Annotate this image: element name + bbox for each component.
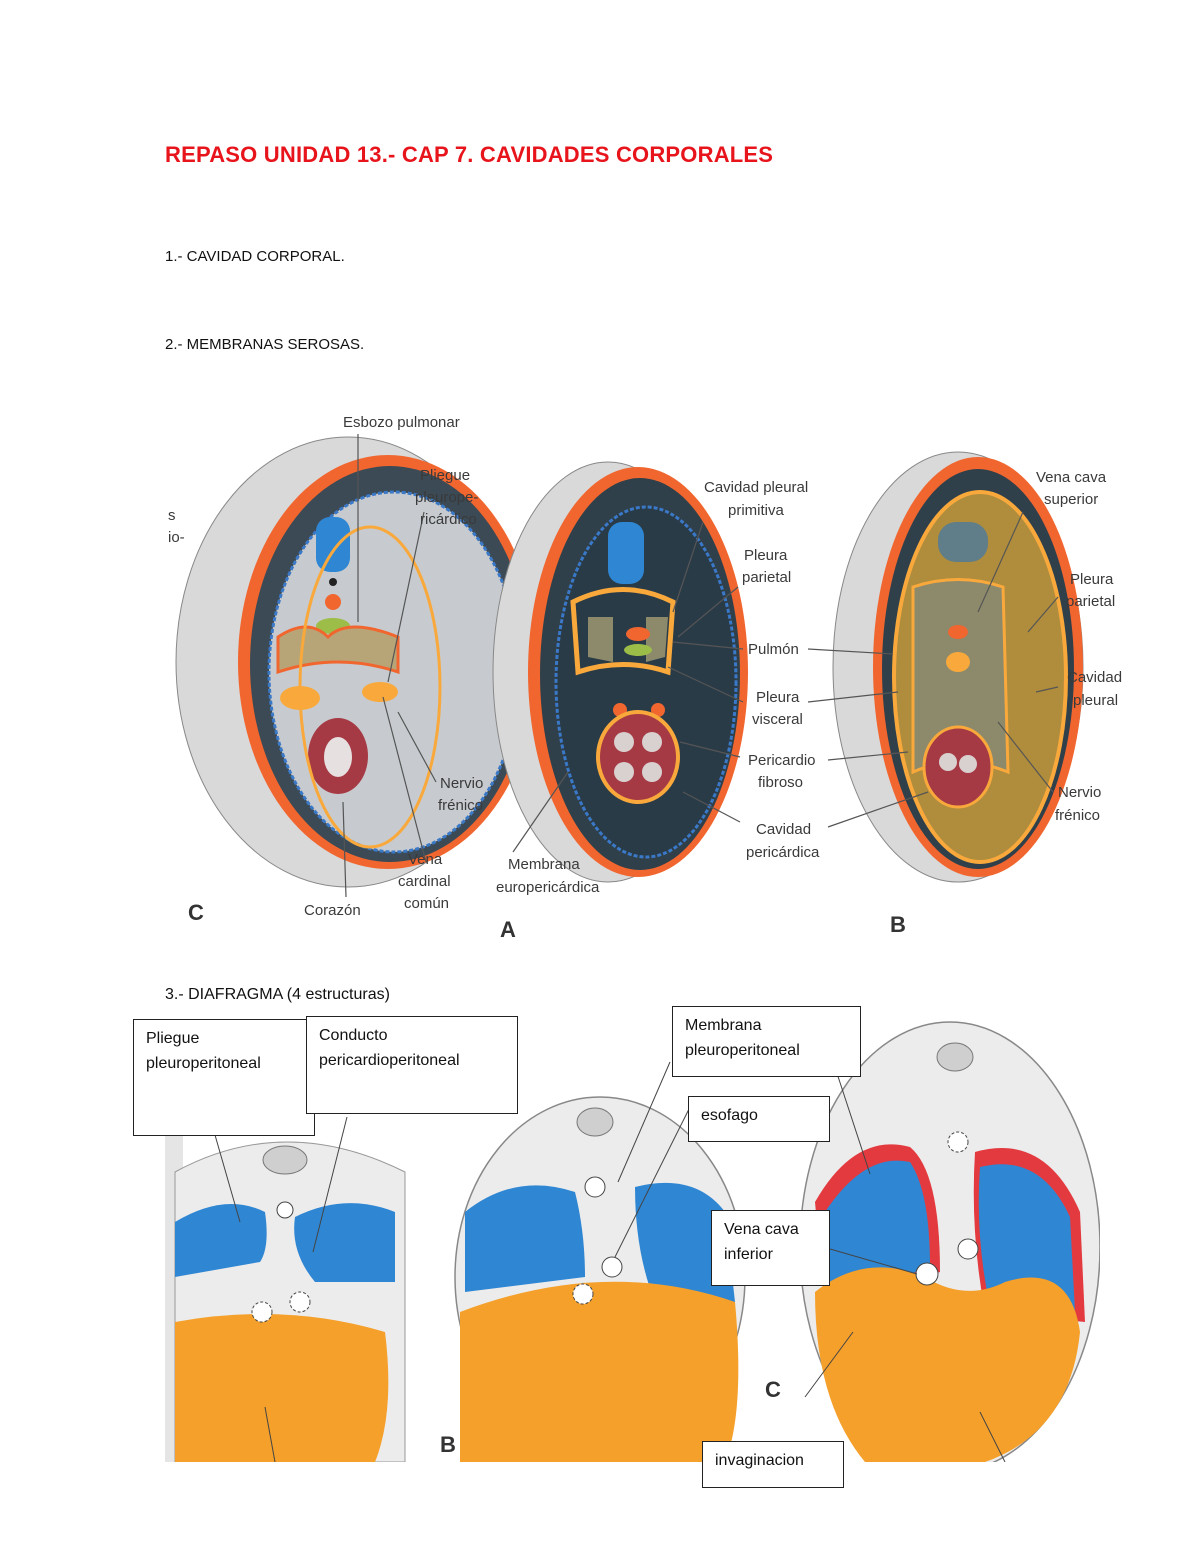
- label-cavidad-pleural-primitiva-1: Cavidad pleural: [704, 479, 808, 496]
- panel-letter-a: A: [500, 917, 516, 942]
- figure-diafragma: B C: [165, 1012, 1100, 1462]
- annotation-membrana-pleuroperitoneal: Membrana pleuroperitoneal: [672, 1006, 861, 1077]
- label-cavidad-pleural-2: pleural: [1073, 692, 1118, 709]
- panel-letter-b-diafragma: B: [440, 1432, 456, 1457]
- label-vena-cardinal-2: cardinal: [398, 873, 451, 890]
- label-pleura-parietal-b-1: Pleura: [1070, 571, 1114, 588]
- label-nervio-c-2: frénico: [438, 797, 483, 814]
- diafragma-diagram: B C: [165, 1021, 1100, 1462]
- panel-a-section: A: [492, 461, 748, 942]
- label-vena-cardinal-3: común: [404, 895, 449, 912]
- label-pleura-parietal-b-2: parietal: [1066, 593, 1115, 610]
- label-vena-cardinal-1: Vena: [408, 851, 443, 868]
- label-pliegue-1: Pliegue: [420, 467, 470, 484]
- label-vena-cava-superior-1: Vena cava: [1036, 469, 1107, 486]
- annotation-pliegue-pleuroperitoneal: Pliegue pleuroperitoneal: [133, 1019, 315, 1136]
- annotation-conducto-pericardioperitoneal: Conducto pericardioperitoneal: [306, 1016, 518, 1114]
- label-pleura-parietal-2: parietal: [742, 569, 791, 586]
- panel-letter-b: B: [890, 912, 906, 937]
- label-pericardio-1: Pericardio: [748, 752, 816, 769]
- label-pliegue-2: pleurope-: [415, 489, 478, 506]
- label-cavidad-pericardica-1: Cavidad: [756, 821, 811, 838]
- section-membranas-serosas: 2.- MEMBRANAS SEROSAS.: [165, 336, 365, 353]
- label-pleura-parietal-1: Pleura: [744, 547, 788, 564]
- label-pleura-visceral-1: Pleura: [756, 689, 800, 706]
- panel-2-section: B: [440, 1061, 746, 1462]
- label-cavidad-pleural-primitiva-2: primitiva: [728, 502, 784, 519]
- label-membrana-2: europericárdica: [496, 879, 600, 896]
- annotation-vena-cava-inferior: Vena cava inferior: [711, 1210, 830, 1286]
- label-vena-cava-superior-2: superior: [1044, 491, 1098, 508]
- figure-membranas-serosas: C s io- A: [168, 372, 1123, 957]
- label-corazon: Corazón: [304, 902, 361, 919]
- serosas-diagram: C s io- A: [168, 414, 1122, 942]
- leader-lines: [342, 434, 1059, 898]
- panel-c-section: C: [175, 436, 538, 925]
- page-title: REPASO UNIDAD 13.- CAP 7. CAVIDADES CORP…: [165, 142, 774, 167]
- label-pliegue-3: ricárdico: [420, 511, 477, 528]
- section-diafragma: 3.- DIAFRAGMA (4 estructuras): [165, 986, 390, 1003]
- panel-1-section: [174, 1116, 406, 1462]
- panel-letter-c-diafragma: C: [765, 1377, 781, 1402]
- label-pericardio-2: fibroso: [758, 774, 803, 791]
- annotation-esofago: esofago: [688, 1096, 830, 1142]
- label-membrana-1: Membrana: [508, 856, 580, 873]
- panel-letter-c: C: [188, 900, 204, 925]
- section-cavidad-corporal: 1.- CAVIDAD CORPORAL.: [165, 248, 345, 265]
- label-nervio-b-2: frénico: [1055, 807, 1100, 824]
- label-cut-2: io-: [168, 529, 185, 546]
- label-esbozo-pulmonar: Esbozo pulmonar: [343, 414, 460, 431]
- panel-3-section: C: [765, 1021, 1100, 1462]
- label-pulmon: Pulmón: [748, 641, 799, 658]
- label-pleura-visceral-2: visceral: [752, 711, 803, 728]
- label-cavidad-pericardica-2: pericárdica: [746, 844, 820, 861]
- annotation-invaginacion: invaginacion: [702, 1441, 844, 1488]
- panel-b-section: B: [832, 451, 1084, 937]
- label-cut-1: s: [168, 507, 176, 524]
- label-cavidad-pleural-1: Cavidad: [1067, 669, 1122, 686]
- label-nervio-c-1: Nervio: [440, 775, 483, 792]
- label-nervio-b-1: Nervio: [1058, 784, 1101, 801]
